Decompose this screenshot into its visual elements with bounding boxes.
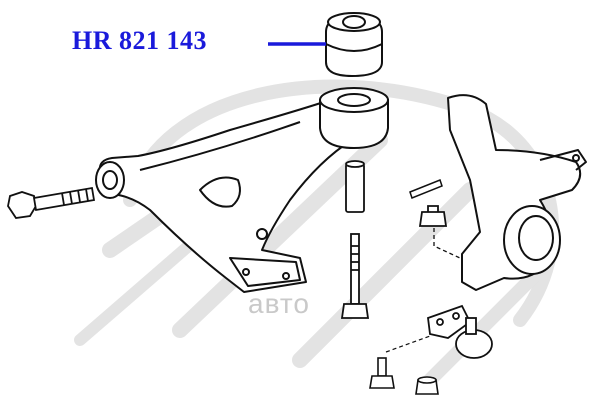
assembly-dash-line (433, 228, 461, 259)
vertical-bolt-shank (350, 233, 360, 305)
rear-bushing-mounted (319, 87, 389, 150)
rear-bushing-mounted-hole (337, 93, 371, 107)
ball-joint (427, 304, 493, 359)
bushing-highlight (325, 12, 383, 78)
control-arm-rib (139, 121, 301, 171)
spacer-tube-top (345, 160, 365, 168)
knuckle-arm-hole (572, 154, 580, 162)
rear-bushing-mounted-body (319, 99, 389, 150)
spacer-tube-body (345, 163, 365, 213)
ball-joint-nut (415, 376, 439, 395)
front-bushing (95, 161, 125, 199)
front-bolt-head (7, 191, 37, 219)
lower-dash-line (385, 335, 431, 353)
bushing-inner-hole (342, 15, 366, 29)
control-arm-hole-3 (256, 228, 268, 240)
control-arm-hole-2 (282, 272, 290, 280)
vertical-bolt-thread (351, 245, 359, 271)
spacer-tube (345, 160, 365, 213)
control-arm-cutout (199, 176, 241, 208)
ball-joint-plate (427, 304, 472, 339)
castle-nut (418, 205, 448, 227)
lower-control-arm (98, 95, 353, 293)
knuckle-arm (539, 149, 587, 171)
front-bolt-thread (61, 188, 89, 206)
ball-joint-bolt (369, 357, 395, 389)
ball-joint-hole-2 (452, 312, 460, 320)
ball-joint-hole-1 (436, 318, 444, 326)
watermark-stroke-4 (423, 263, 547, 387)
front-bushing-inner (102, 170, 118, 190)
knuckle-hub-inner (518, 215, 554, 261)
ball-joint-stud (465, 317, 477, 335)
vertical-bolt (340, 233, 370, 319)
vertical-bolt-head (340, 303, 370, 319)
control-arm-hole-1 (242, 268, 250, 276)
front-bolt-shank (32, 186, 96, 212)
bushing-band (325, 43, 383, 52)
control-arm-lower-plate (229, 257, 301, 287)
watermark-text: авто (248, 288, 310, 319)
steering-knuckle (447, 94, 587, 291)
front-bolt (7, 186, 96, 219)
part-number-label: HR 821 143 (72, 26, 207, 55)
cotter-pin (409, 179, 443, 199)
